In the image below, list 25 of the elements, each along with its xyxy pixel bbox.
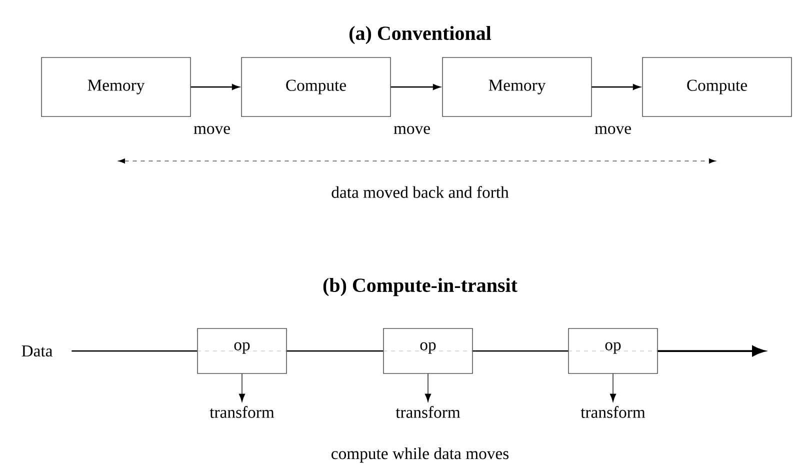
process-box: Memory <box>41 57 191 117</box>
caption: compute while data moves <box>332 447 509 463</box>
edge-label: move <box>192 124 232 136</box>
op-box: op <box>568 328 658 374</box>
arrow <box>424 373 432 402</box>
node-text: Data <box>22 345 53 357</box>
process-box: Compute <box>642 57 792 117</box>
arrow <box>190 84 240 90</box>
edge-label: move <box>392 124 432 136</box>
op-box: op <box>196 328 287 374</box>
panel-title: (a) Conventional <box>350 26 492 44</box>
node-text: transform <box>396 406 460 418</box>
node-text: transform <box>580 406 646 418</box>
arrow <box>610 373 616 402</box>
arrow <box>390 84 440 90</box>
node-text: transform <box>210 406 274 418</box>
op-box: op <box>382 328 473 374</box>
process-box: Compute <box>241 57 391 117</box>
arrow <box>658 346 766 356</box>
process-box: Memory <box>442 57 592 117</box>
edge-label: move <box>593 124 633 136</box>
arrow <box>592 84 640 90</box>
caption: data moved back and forth <box>332 186 509 198</box>
panel-title: (b) Compute-in-transit <box>323 278 518 296</box>
arrow <box>238 373 246 402</box>
